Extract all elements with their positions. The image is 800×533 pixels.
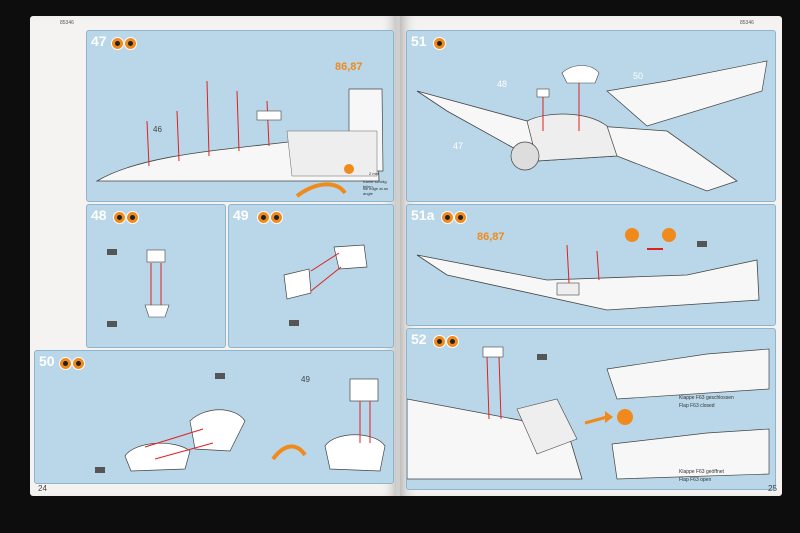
step-49-panel: 49	[228, 204, 394, 348]
step-number: 47	[91, 33, 107, 49]
glue-icon	[433, 335, 446, 348]
step-number: 52	[411, 331, 427, 347]
paint-icon	[454, 211, 467, 224]
paint-icon	[72, 357, 85, 370]
paint-icon	[124, 37, 137, 50]
flap-closed-en: Flap F63 closed	[679, 403, 715, 409]
part-label-49: 49	[301, 375, 310, 384]
annotation-en: file edge at an angle	[363, 186, 389, 196]
step-52-panel: 52 Klappe F63 geschlossen Flap F63 close…	[406, 328, 776, 490]
glue-icon	[441, 211, 454, 224]
glue-icon	[59, 357, 72, 370]
annotation-de: Kante schräg feilen	[363, 179, 387, 189]
part-diagram	[107, 249, 170, 327]
step-51-panel: 51 48 50 47	[406, 30, 776, 202]
paint-callout: 86,87	[477, 231, 505, 243]
left-page: 85346 47 86,87 46 2 mm Kante sch	[30, 16, 398, 496]
step-48-panel: 48	[86, 204, 226, 348]
glue-icon	[257, 211, 270, 224]
glue-icon	[433, 37, 446, 50]
step-number: 48	[91, 207, 107, 223]
flap-open-en: Flap F63 open	[679, 477, 712, 483]
part-label-50: 50	[633, 71, 644, 81]
step-51a-panel: 51a 86,87	[406, 204, 776, 326]
step-number: 49	[233, 207, 249, 223]
step-50-panel: 50 49	[34, 350, 394, 484]
part-label-47: 47	[453, 141, 464, 151]
step-number: 51a	[411, 207, 435, 223]
book-spine	[396, 16, 402, 496]
right-page: 85346 51 48 50 47 51a 86,87	[400, 16, 782, 496]
aircraft-diagram	[416, 228, 760, 311]
page-code: 85346	[60, 20, 74, 26]
fuselage-diagram	[407, 346, 770, 480]
paint-callout: 86,87	[335, 61, 363, 73]
step-number: 51	[411, 33, 427, 49]
instruction-booklet: 85346 47 86,87 46 2 mm Kante sch	[30, 16, 782, 496]
annotation-2mm: 2 mm	[369, 171, 379, 176]
page-number: 24	[38, 484, 47, 493]
flap-open-de: Klappe F63 geöffnet	[679, 469, 724, 475]
flap-closed-de: Klappe F63 geschlossen	[679, 395, 734, 401]
page-number: 25	[768, 484, 777, 493]
paint-icon	[446, 335, 459, 348]
part-label-46: 46	[153, 125, 162, 134]
part-diagram	[95, 373, 386, 473]
fuselage-diagram	[95, 80, 384, 198]
part-label-48: 48	[497, 79, 508, 89]
step-number: 50	[39, 353, 55, 369]
glue-icon	[111, 37, 124, 50]
glue-icon	[113, 211, 126, 224]
page-code: 85346	[740, 20, 754, 26]
aircraft-diagram	[416, 60, 768, 192]
part-diagram	[283, 244, 368, 326]
paint-icon	[270, 211, 283, 224]
step-47-panel: 47 86,87 46 2 mm Kante schräg feilen fil…	[86, 30, 394, 202]
paint-icon	[126, 211, 139, 224]
